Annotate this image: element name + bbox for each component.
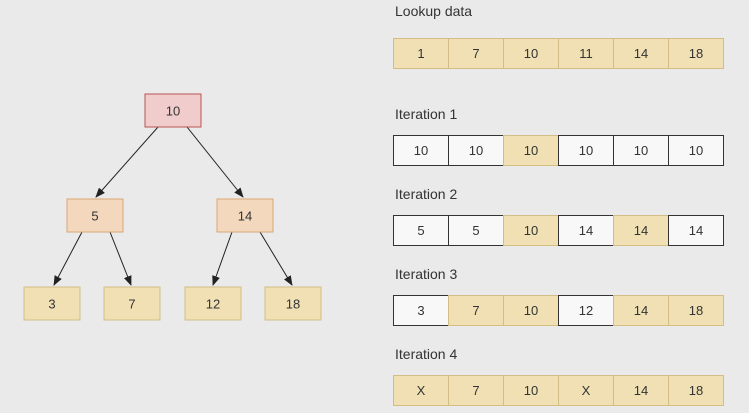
tree-node-label: 14 <box>238 209 252 224</box>
tree-node-label: 10 <box>166 104 180 119</box>
lookup-data-cell-2: 7 <box>448 38 504 69</box>
iteration-3-cell-2: 7 <box>448 295 504 326</box>
iteration-2-cell-1: 5 <box>393 215 449 246</box>
tree-node-14: 14 <box>216 198 274 233</box>
iteration-4-title: Iteration 4 <box>395 346 458 362</box>
tree-edge-n5-n7 <box>109 231 132 286</box>
iteration-2-title: Iteration 2 <box>395 186 458 202</box>
tree-node-box <box>103 286 161 321</box>
lookup-data-cell-3: 10 <box>503 38 559 69</box>
tree-node-12: 12 <box>184 286 242 321</box>
tree-node-box <box>184 286 242 321</box>
iteration-3-cell-4: 12 <box>558 295 614 326</box>
iteration-4-cell-5: 14 <box>613 375 669 406</box>
iteration-1-cell-3: 10 <box>503 135 559 166</box>
iteration-2-cell-3: 10 <box>503 215 559 246</box>
iteration-1-cell-1: 10 <box>393 135 449 166</box>
tree-edge-n10-n14 <box>186 126 244 198</box>
tree-node-label: 7 <box>128 297 135 312</box>
iteration-4-cell-2: 7 <box>448 375 504 406</box>
tree-node-label: 3 <box>48 297 55 312</box>
tree-node-box <box>144 93 202 128</box>
iteration-2-cell-2: 5 <box>448 215 504 246</box>
tree-edge-n14-n18 <box>259 231 293 286</box>
iteration-1-cell-6: 10 <box>668 135 724 166</box>
tree-node-label: 18 <box>286 297 300 312</box>
iteration-4-cell-4: X <box>558 375 614 406</box>
iteration-2-cell-5: 14 <box>613 215 669 246</box>
tree-edge-n5-n3 <box>53 231 83 286</box>
tree-node-label: 5 <box>91 209 98 224</box>
lookup-data-cell-4: 11 <box>558 38 614 69</box>
iteration-1-cell-2: 10 <box>448 135 504 166</box>
iteration-4-cell-3: 10 <box>503 375 559 406</box>
tree-node-box <box>23 286 81 321</box>
tree-node-7: 7 <box>103 286 161 321</box>
iteration-1-cell-5: 10 <box>613 135 669 166</box>
tree-node-box <box>264 286 322 321</box>
tree-node-10: 10 <box>144 93 202 128</box>
iteration-1-title: Iteration 1 <box>395 106 458 122</box>
tree-node-18: 18 <box>264 286 322 321</box>
tree-node-box <box>216 198 274 233</box>
lookup-data-title: Lookup data <box>395 3 473 19</box>
tree-node-label: 12 <box>206 297 220 312</box>
lookup-data-cell-6: 18 <box>668 38 724 69</box>
iteration-1-cell-4: 10 <box>558 135 614 166</box>
lookup-data-cell-5: 14 <box>613 38 669 69</box>
iteration-3-cell-6: 18 <box>668 295 724 326</box>
tree-node-5: 5 <box>66 198 124 233</box>
iteration-3-cell-5: 14 <box>613 295 669 326</box>
tree-node-box <box>66 198 124 233</box>
lookup-data-cell-1: 1 <box>393 38 449 69</box>
iteration-3-cell-3: 10 <box>503 295 559 326</box>
tree-edge-n10-n5 <box>95 126 159 198</box>
iteration-4-cell-6: 18 <box>668 375 724 406</box>
iteration-3-title: Iteration 3 <box>395 266 458 282</box>
tree-node-3: 3 <box>23 286 81 321</box>
iteration-3-cell-1: 3 <box>393 295 449 326</box>
iteration-4-cell-1: X <box>393 375 449 406</box>
iteration-2-cell-6: 14 <box>668 215 724 246</box>
tree-edge-n14-n12 <box>212 231 233 286</box>
iteration-2-cell-4: 14 <box>558 215 614 246</box>
